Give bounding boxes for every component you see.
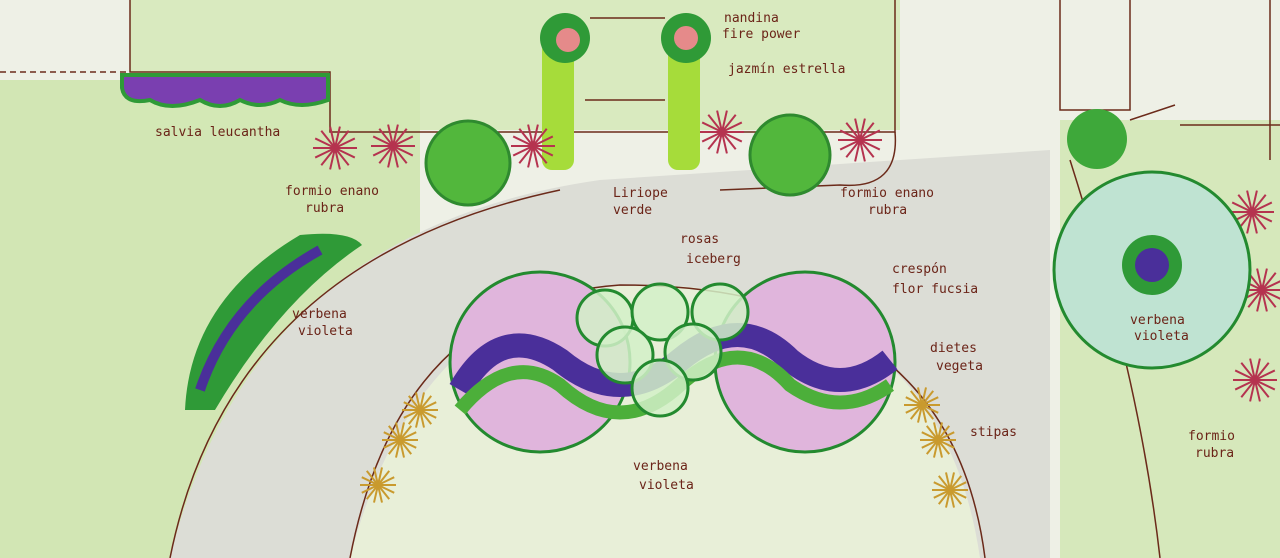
stipas-plant <box>932 472 968 508</box>
formio-plant <box>371 124 415 168</box>
label-verbena-right-2: violeta <box>1134 329 1189 344</box>
label-dietes-1: dietes <box>930 341 977 356</box>
jazmin-strip-right <box>668 40 700 170</box>
label-formio-far-2: rubra <box>1195 446 1234 461</box>
label-crespon-1: crespón <box>892 262 947 277</box>
inner-wall <box>585 17 665 101</box>
label-formio-left-1: formio enano <box>285 184 379 199</box>
label-formio-far-1: formio <box>1188 429 1235 444</box>
formio-plant <box>1233 358 1277 402</box>
verbena-right-flower <box>1135 248 1169 282</box>
lawn-top <box>130 0 900 130</box>
label-rosas-1: rosas <box>680 232 719 247</box>
path-edge-left <box>169 189 561 558</box>
label-rosas-2: iceberg <box>686 252 741 267</box>
label-verbena-left-1: verbena <box>292 307 347 322</box>
label-stipas: stipas <box>970 425 1017 440</box>
path-edge-center <box>349 284 986 558</box>
stipas-plant <box>920 422 956 458</box>
label-dietes-2: vegeta <box>936 359 983 374</box>
verbena-left-bed <box>185 233 362 410</box>
label-verbena-left-2: violeta <box>298 324 353 339</box>
label-verbena-right-1: verbena <box>1130 313 1185 328</box>
label-verbena-center-1: verbena <box>633 459 688 474</box>
label-nandina-2: fire power <box>722 27 800 42</box>
formio-plant <box>511 124 555 168</box>
stipas-group <box>360 387 968 508</box>
formio-plant <box>313 126 357 170</box>
label-formio-left-2: rubra <box>305 201 344 216</box>
verbena-left-purple <box>195 245 323 392</box>
formio-plant <box>838 118 882 162</box>
label-verbena-center-2: violeta <box>639 478 694 493</box>
bed-corner <box>719 131 897 191</box>
shrub-left <box>424 119 512 207</box>
house-outline <box>129 0 896 133</box>
nandina-right <box>661 13 711 63</box>
shrub-right <box>748 113 832 197</box>
shrub-far-right <box>1067 109 1127 169</box>
rosa-iceberg-plant <box>630 358 690 418</box>
stipas-plant <box>904 387 940 423</box>
label-nandina-1: nandina <box>724 11 779 26</box>
nandina-left <box>540 13 590 63</box>
label-formio-right-1: formio enano <box>840 186 934 201</box>
formio-plant <box>700 110 744 154</box>
label-jazmin: jazmín estrella <box>728 62 845 77</box>
stipas-plant <box>402 392 438 428</box>
label-formio-right-2: rubra <box>868 203 907 218</box>
rosa-iceberg-plant <box>630 282 690 342</box>
label-crespon-2: flor fucsia <box>892 282 978 297</box>
stipas-plant <box>382 422 418 458</box>
label-salvia: salvia leucantha <box>155 125 280 140</box>
rosas-iceberg-group <box>575 282 750 418</box>
salvia-bed <box>120 73 330 108</box>
formio-plant <box>1230 190 1274 234</box>
label-liriope-2: verde <box>613 203 652 218</box>
stipas-plant <box>360 467 396 503</box>
label-liriope-1: Liriope <box>613 186 668 201</box>
